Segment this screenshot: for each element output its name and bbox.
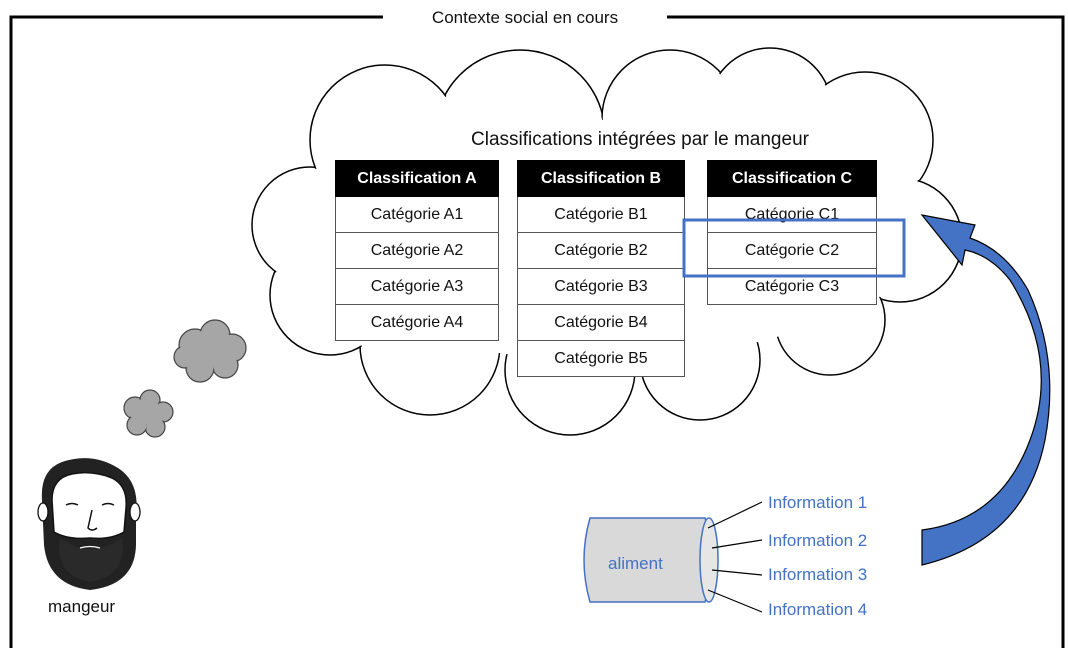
information-2: Information 2 (768, 531, 868, 550)
information-3: Information 3 (768, 565, 868, 584)
category-cell: Catégorie A3 (335, 268, 499, 305)
classification-b-table: Classification B Catégorie B1 Catégorie … (517, 160, 685, 377)
category-cell: Catégorie C3 (707, 268, 877, 305)
cloud-title: Classifications intégrées par le mangeur (471, 129, 809, 150)
category-cell: Catégorie B1 (517, 196, 685, 233)
classification-a-table: Classification A Catégorie A1 Catégorie … (335, 160, 499, 341)
category-cell: Catégorie A1 (335, 196, 499, 233)
category-cell: Catégorie A4 (335, 304, 499, 341)
food-cylinder-icon (583, 517, 719, 603)
category-cell: Catégorie B2 (517, 232, 685, 269)
classification-c-table: Classification C Catégorie C1 Catégorie … (707, 160, 877, 305)
category-cell: Catégorie C2 (707, 232, 877, 269)
food-label: aliment (608, 554, 663, 573)
info-connectors (707, 501, 763, 613)
category-cell: Catégorie B5 (517, 340, 685, 377)
classification-c-header: Classification C (707, 160, 877, 197)
category-cell: Catégorie A2 (335, 232, 499, 269)
curved-arrow (920, 214, 1051, 566)
classification-b-header: Classification B (517, 160, 685, 197)
category-cell: Catégorie B4 (517, 304, 685, 341)
information-4: Information 4 (768, 600, 868, 619)
eater-label: mangeur (48, 597, 116, 616)
frame-title: Contexte social en cours (383, 7, 667, 29)
classification-a-header: Classification A (335, 160, 499, 197)
category-cell: Catégorie C1 (707, 196, 877, 233)
bearded-man-icon (37, 458, 141, 590)
category-cell: Catégorie B3 (517, 268, 685, 305)
information-1: Information 1 (768, 493, 868, 512)
context-frame (9, 15, 1065, 648)
